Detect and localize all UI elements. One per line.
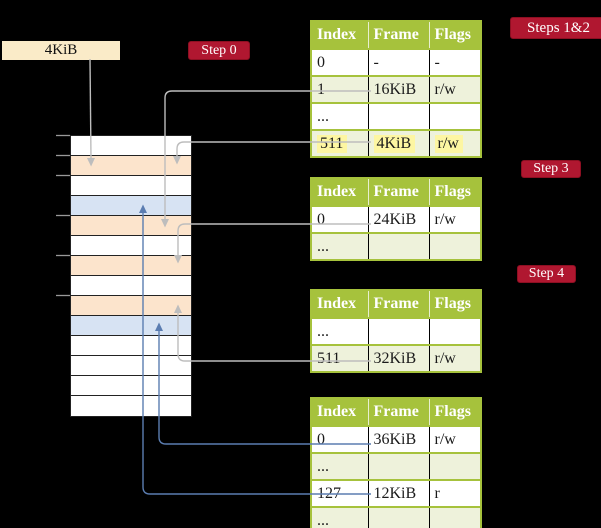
table-cell [428,232,482,261]
highlighted-value: 511 [317,134,348,153]
badge-step-3: Step 3 [521,160,581,178]
table-row: ... [310,102,482,131]
table-row: ... [310,232,482,261]
table-cell: r/w [428,205,482,234]
table-cell [367,506,429,528]
table-cell [367,102,429,131]
column-header-frame: Frame [367,289,429,318]
table-cell [367,317,429,346]
badge-step-4: Step 4 [517,265,576,283]
table-cell: r/w [428,425,482,454]
table-cell: - [367,48,429,77]
table-cell: ... [310,506,368,528]
badge-step-0: Step 0 [188,41,250,60]
physical-memory-column [70,135,192,417]
table-cell: ... [310,102,368,131]
table-cell: 12KiB [367,479,429,508]
column-header-frame: Frame [367,177,429,206]
table-cell [428,317,482,346]
column-header-flags: Flags [428,289,482,318]
table-cell: 0 [310,425,368,454]
table-cell: 24KiB [367,205,429,234]
column-header-frame: Frame [367,20,429,49]
table-cell: r/w [428,344,482,373]
table-cell: 32KiB [367,344,429,373]
table-row: ... [310,506,482,528]
memory-frame-row-12 [71,376,191,396]
memory-frame-row-1 [71,156,191,176]
column-header-flags: Flags [428,177,482,206]
highlighted-value: r/w [434,134,463,153]
table-cell [428,452,482,481]
memory-frame-row-9 [71,316,191,336]
column-header-index: Index [310,397,368,426]
memory-frame-row-6 [71,256,191,276]
table-row: 0-- [310,48,482,77]
table-cell: 1 [310,75,368,104]
table-cell: ... [310,232,368,261]
memory-frame-row-7 [71,276,191,296]
table-cell: 16KiB [367,75,429,104]
table-cell: 0 [310,205,368,234]
memory-frame-row-0 [71,136,191,156]
highlighted-value: 4KiB [373,134,416,153]
column-header-index: Index [310,289,368,318]
table-cell: - [428,48,482,77]
table-row: ... [310,317,482,346]
column-header-flags: Flags [428,20,482,49]
table-cell: r/w [428,129,482,158]
memory-frame-row-13 [71,396,191,416]
memory-frame-row-8 [71,296,191,316]
memory-frame-row-2 [71,176,191,196]
table-cell [367,452,429,481]
memory-frame-row-10 [71,336,191,356]
column-header-index: Index [310,177,368,206]
table-cell: r [428,479,482,508]
page-table-base-address-box: 4KiB [2,41,120,60]
table-cell: 36KiB [367,425,429,454]
table-cell: 511 [310,344,368,373]
column-header-index: Index [310,20,368,49]
memory-frame-row-4 [71,216,191,236]
memory-frame-row-5 [71,236,191,256]
memory-address-ticks [56,134,70,297]
table-cell: 0 [310,48,368,77]
table-cell [428,102,482,131]
table-cell: 511 [310,129,368,158]
memory-frame-row-11 [71,356,191,376]
table-cell: ... [310,452,368,481]
memory-frame-row-3 [71,196,191,216]
column-header-flags: Flags [428,397,482,426]
table-row: ... [310,452,482,481]
table-row: 511 4KiB r/w [310,129,482,158]
badge-steps-1-and-2: Steps 1&2 [510,17,601,39]
table-cell: 4KiB [367,129,429,158]
table-cell [367,232,429,261]
table-cell: r/w [428,75,482,104]
table-cell [428,506,482,528]
column-header-frame: Frame [367,397,429,426]
table-cell: 127 [310,479,368,508]
table-cell: ... [310,317,368,346]
